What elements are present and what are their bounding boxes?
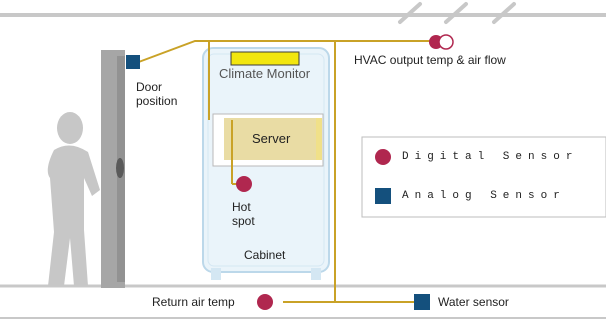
legend-analog-label: Analog Sensor xyxy=(402,190,566,202)
door-panel xyxy=(101,50,125,288)
person-icon xyxy=(47,112,100,286)
hot-spot-label-line1: Hot xyxy=(232,200,251,214)
door-position-label-line2: position xyxy=(136,94,178,108)
return-air-sensor-icon xyxy=(257,294,273,310)
water-sensor-icon xyxy=(414,294,430,310)
return-air-label: Return air temp xyxy=(152,295,235,309)
hot-spot-label-line2: spot xyxy=(232,214,255,228)
sensor-wiring xyxy=(135,40,432,303)
server-label: Server xyxy=(252,131,291,146)
hvac-label: HVAC output temp & air flow xyxy=(354,53,506,67)
climate-monitor-device xyxy=(230,51,300,66)
hvac-airflow-icon xyxy=(438,34,454,50)
legend-box xyxy=(361,136,606,218)
ceiling-vent-icon xyxy=(398,2,516,24)
hot-spot-sensor-icon xyxy=(236,176,252,192)
climate-monitor-label: Climate Monitor xyxy=(219,66,311,81)
door-position-sensor-icon xyxy=(126,55,140,69)
water-sensor-label: Water sensor xyxy=(438,295,509,309)
legend-digital-label: Digital Sensor xyxy=(402,151,579,163)
server-box xyxy=(212,113,324,167)
door-position-label-line1: Door xyxy=(136,80,163,94)
legend-digital-icon xyxy=(375,149,391,165)
legend-analog-icon xyxy=(375,188,391,204)
cabinet-label: Cabinet xyxy=(244,248,286,262)
